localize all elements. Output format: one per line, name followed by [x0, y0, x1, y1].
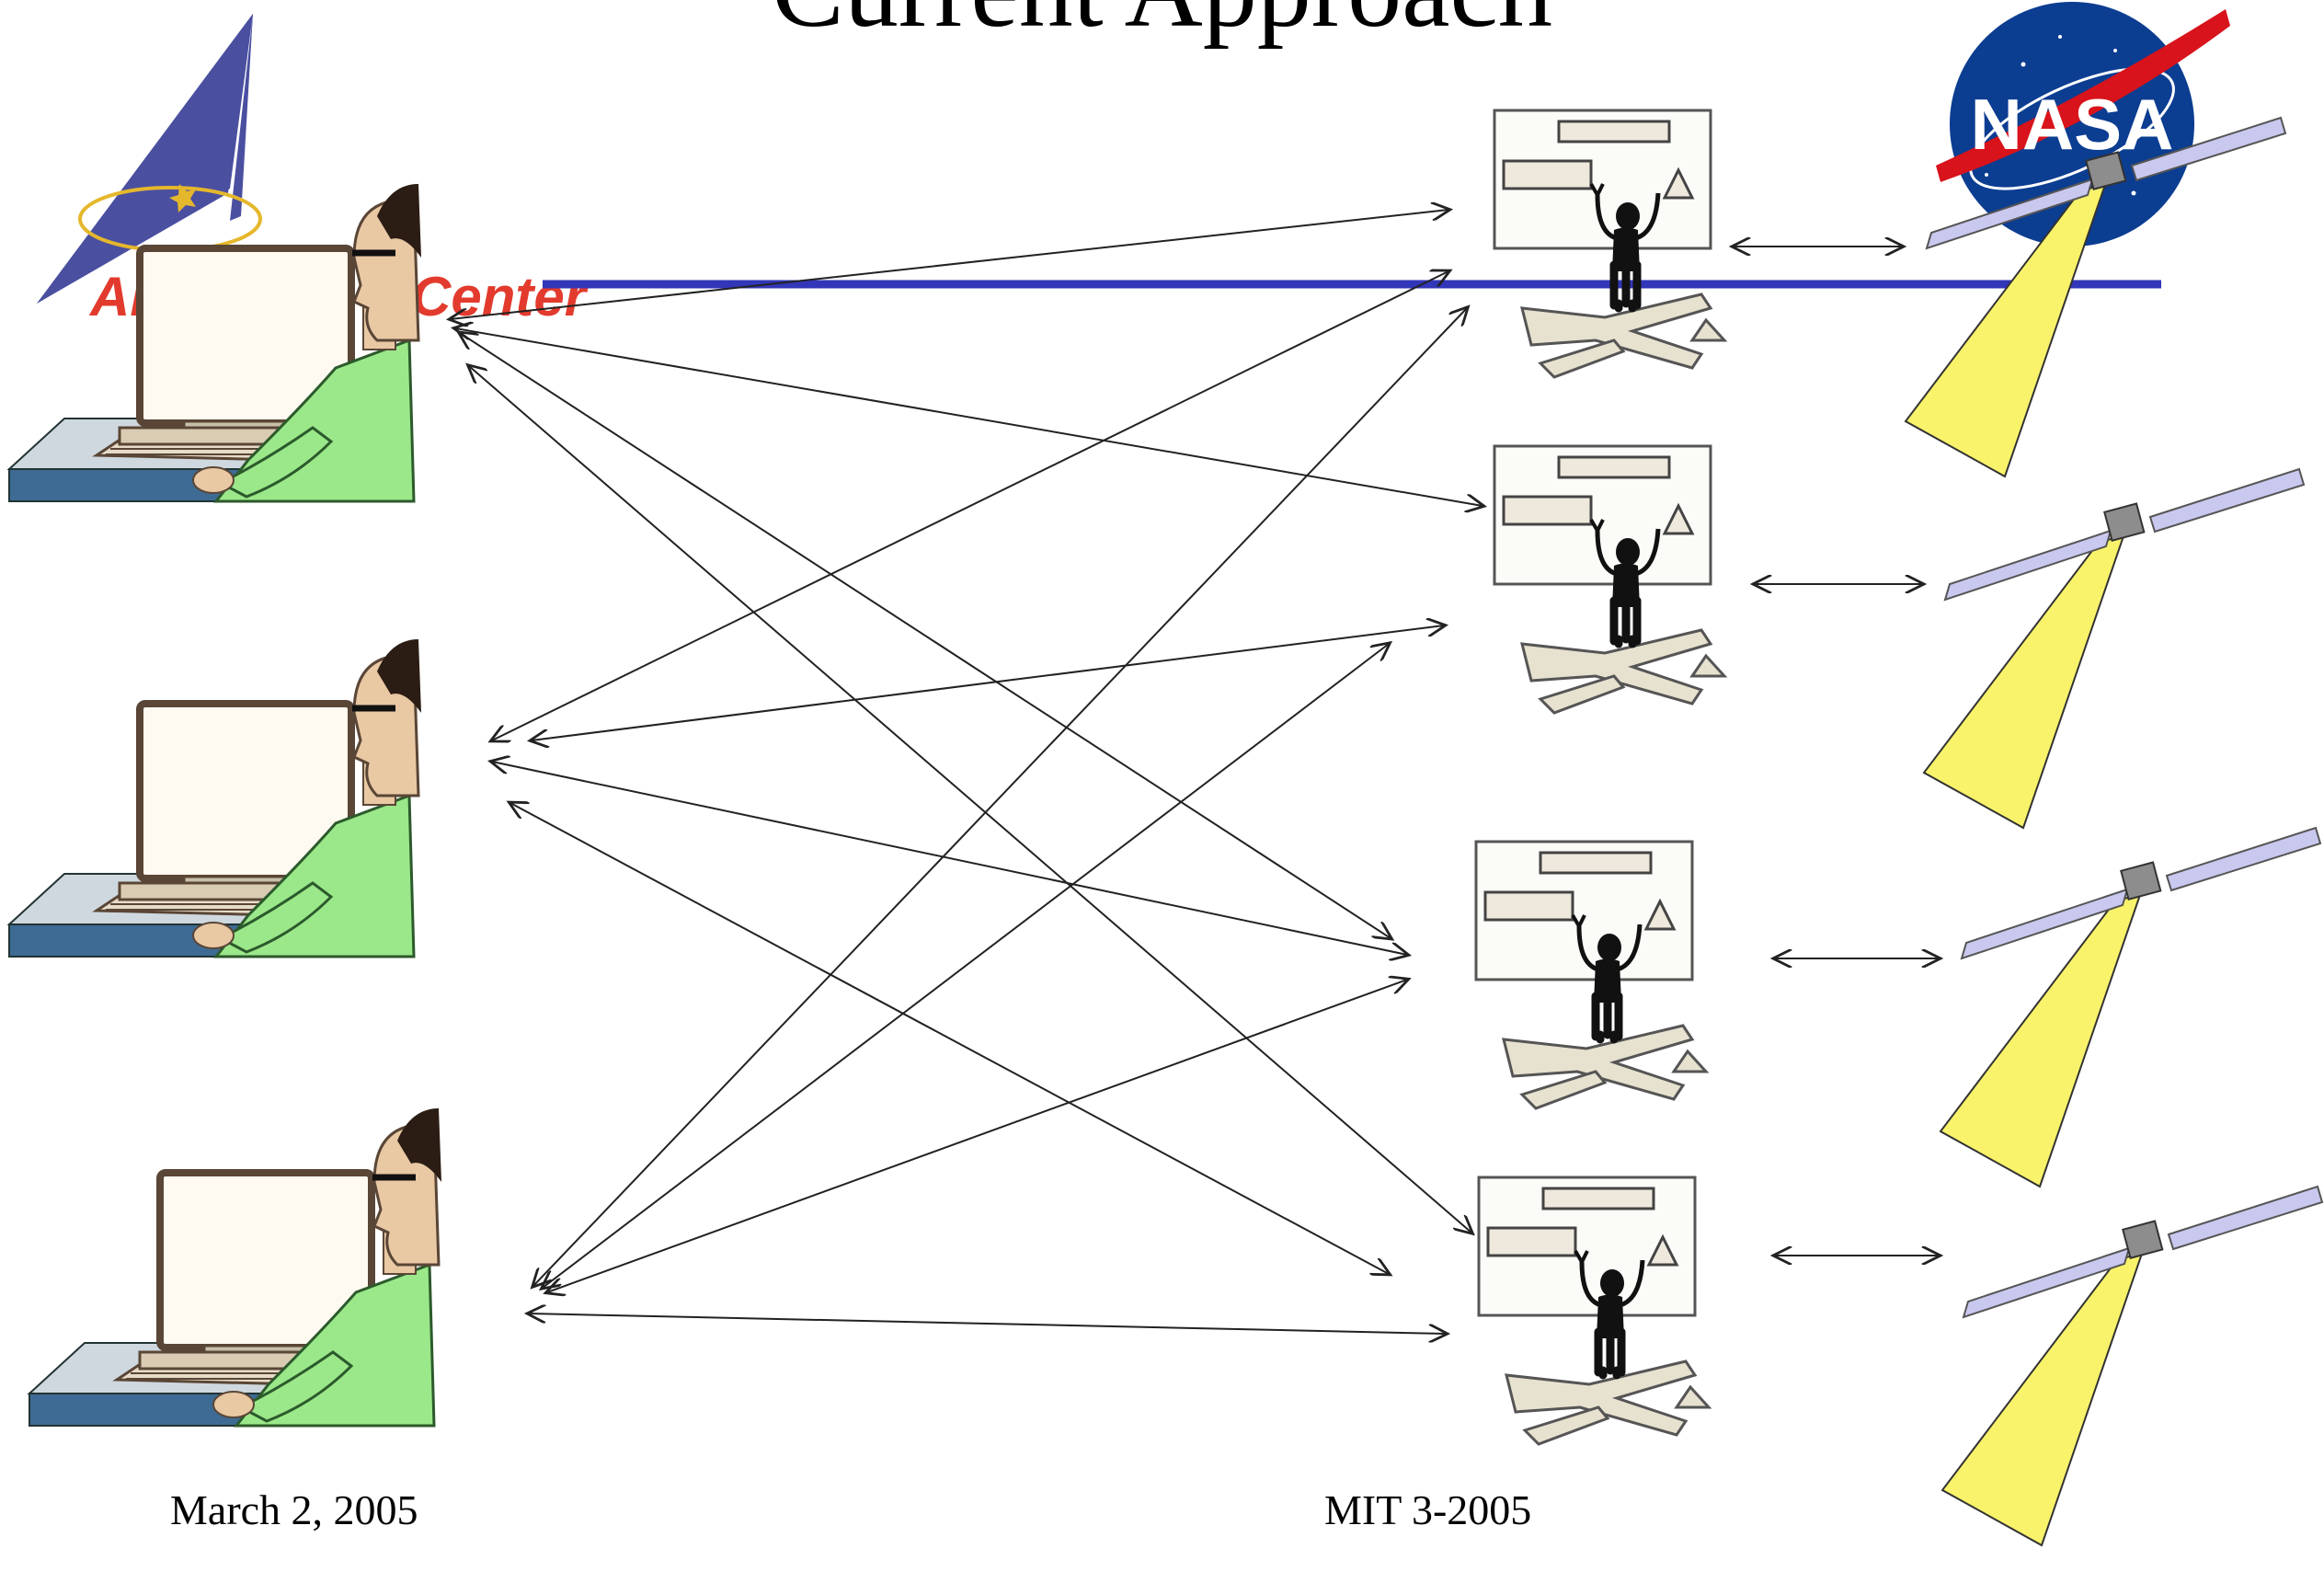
- link-ws1-st1: [451, 210, 1448, 319]
- link-ws1-st2: [455, 328, 1483, 506]
- link-ws2-st1: [492, 271, 1448, 740]
- nasa-logo: NASA: [1936, 2, 2230, 247]
- satellite-2: [1923, 468, 2305, 829]
- workstation-station-links: [451, 210, 1483, 1334]
- link-ws2-st3: [492, 762, 1407, 955]
- link-ws2-st4: [510, 803, 1389, 1274]
- logo-right-text: NASA: [1970, 84, 2173, 165]
- control-station-2: [1494, 446, 1724, 713]
- satellite-4: [1941, 1186, 2323, 1546]
- control-station-4: [1479, 1177, 1709, 1444]
- link-ws1-st3: [460, 333, 1391, 938]
- link-ws3-st2: [543, 644, 1389, 1288]
- link-ws3-st4: [529, 1313, 1446, 1334]
- control-station-1: [1494, 110, 1724, 377]
- control-station-3: [1476, 842, 1706, 1108]
- link-ws3-st1: [533, 308, 1467, 1286]
- link-ws1-st4: [469, 366, 1471, 1233]
- link-ws2-st2: [532, 625, 1444, 740]
- logo-left-text: Center: [411, 266, 590, 327]
- satellite-3: [1940, 827, 2321, 1187]
- footer-date: March 2, 2005: [170, 1486, 418, 1533]
- footer-source: MIT 3-2005: [1324, 1486, 1532, 1533]
- slide-title: Current Approach: [0, 0, 2324, 44]
- link-ws3-st3: [547, 980, 1407, 1292]
- workstation-2: [9, 639, 421, 957]
- station-satellite-links: [1734, 247, 1939, 1256]
- workstation-3: [29, 1108, 441, 1426]
- workstation-1: [9, 184, 421, 501]
